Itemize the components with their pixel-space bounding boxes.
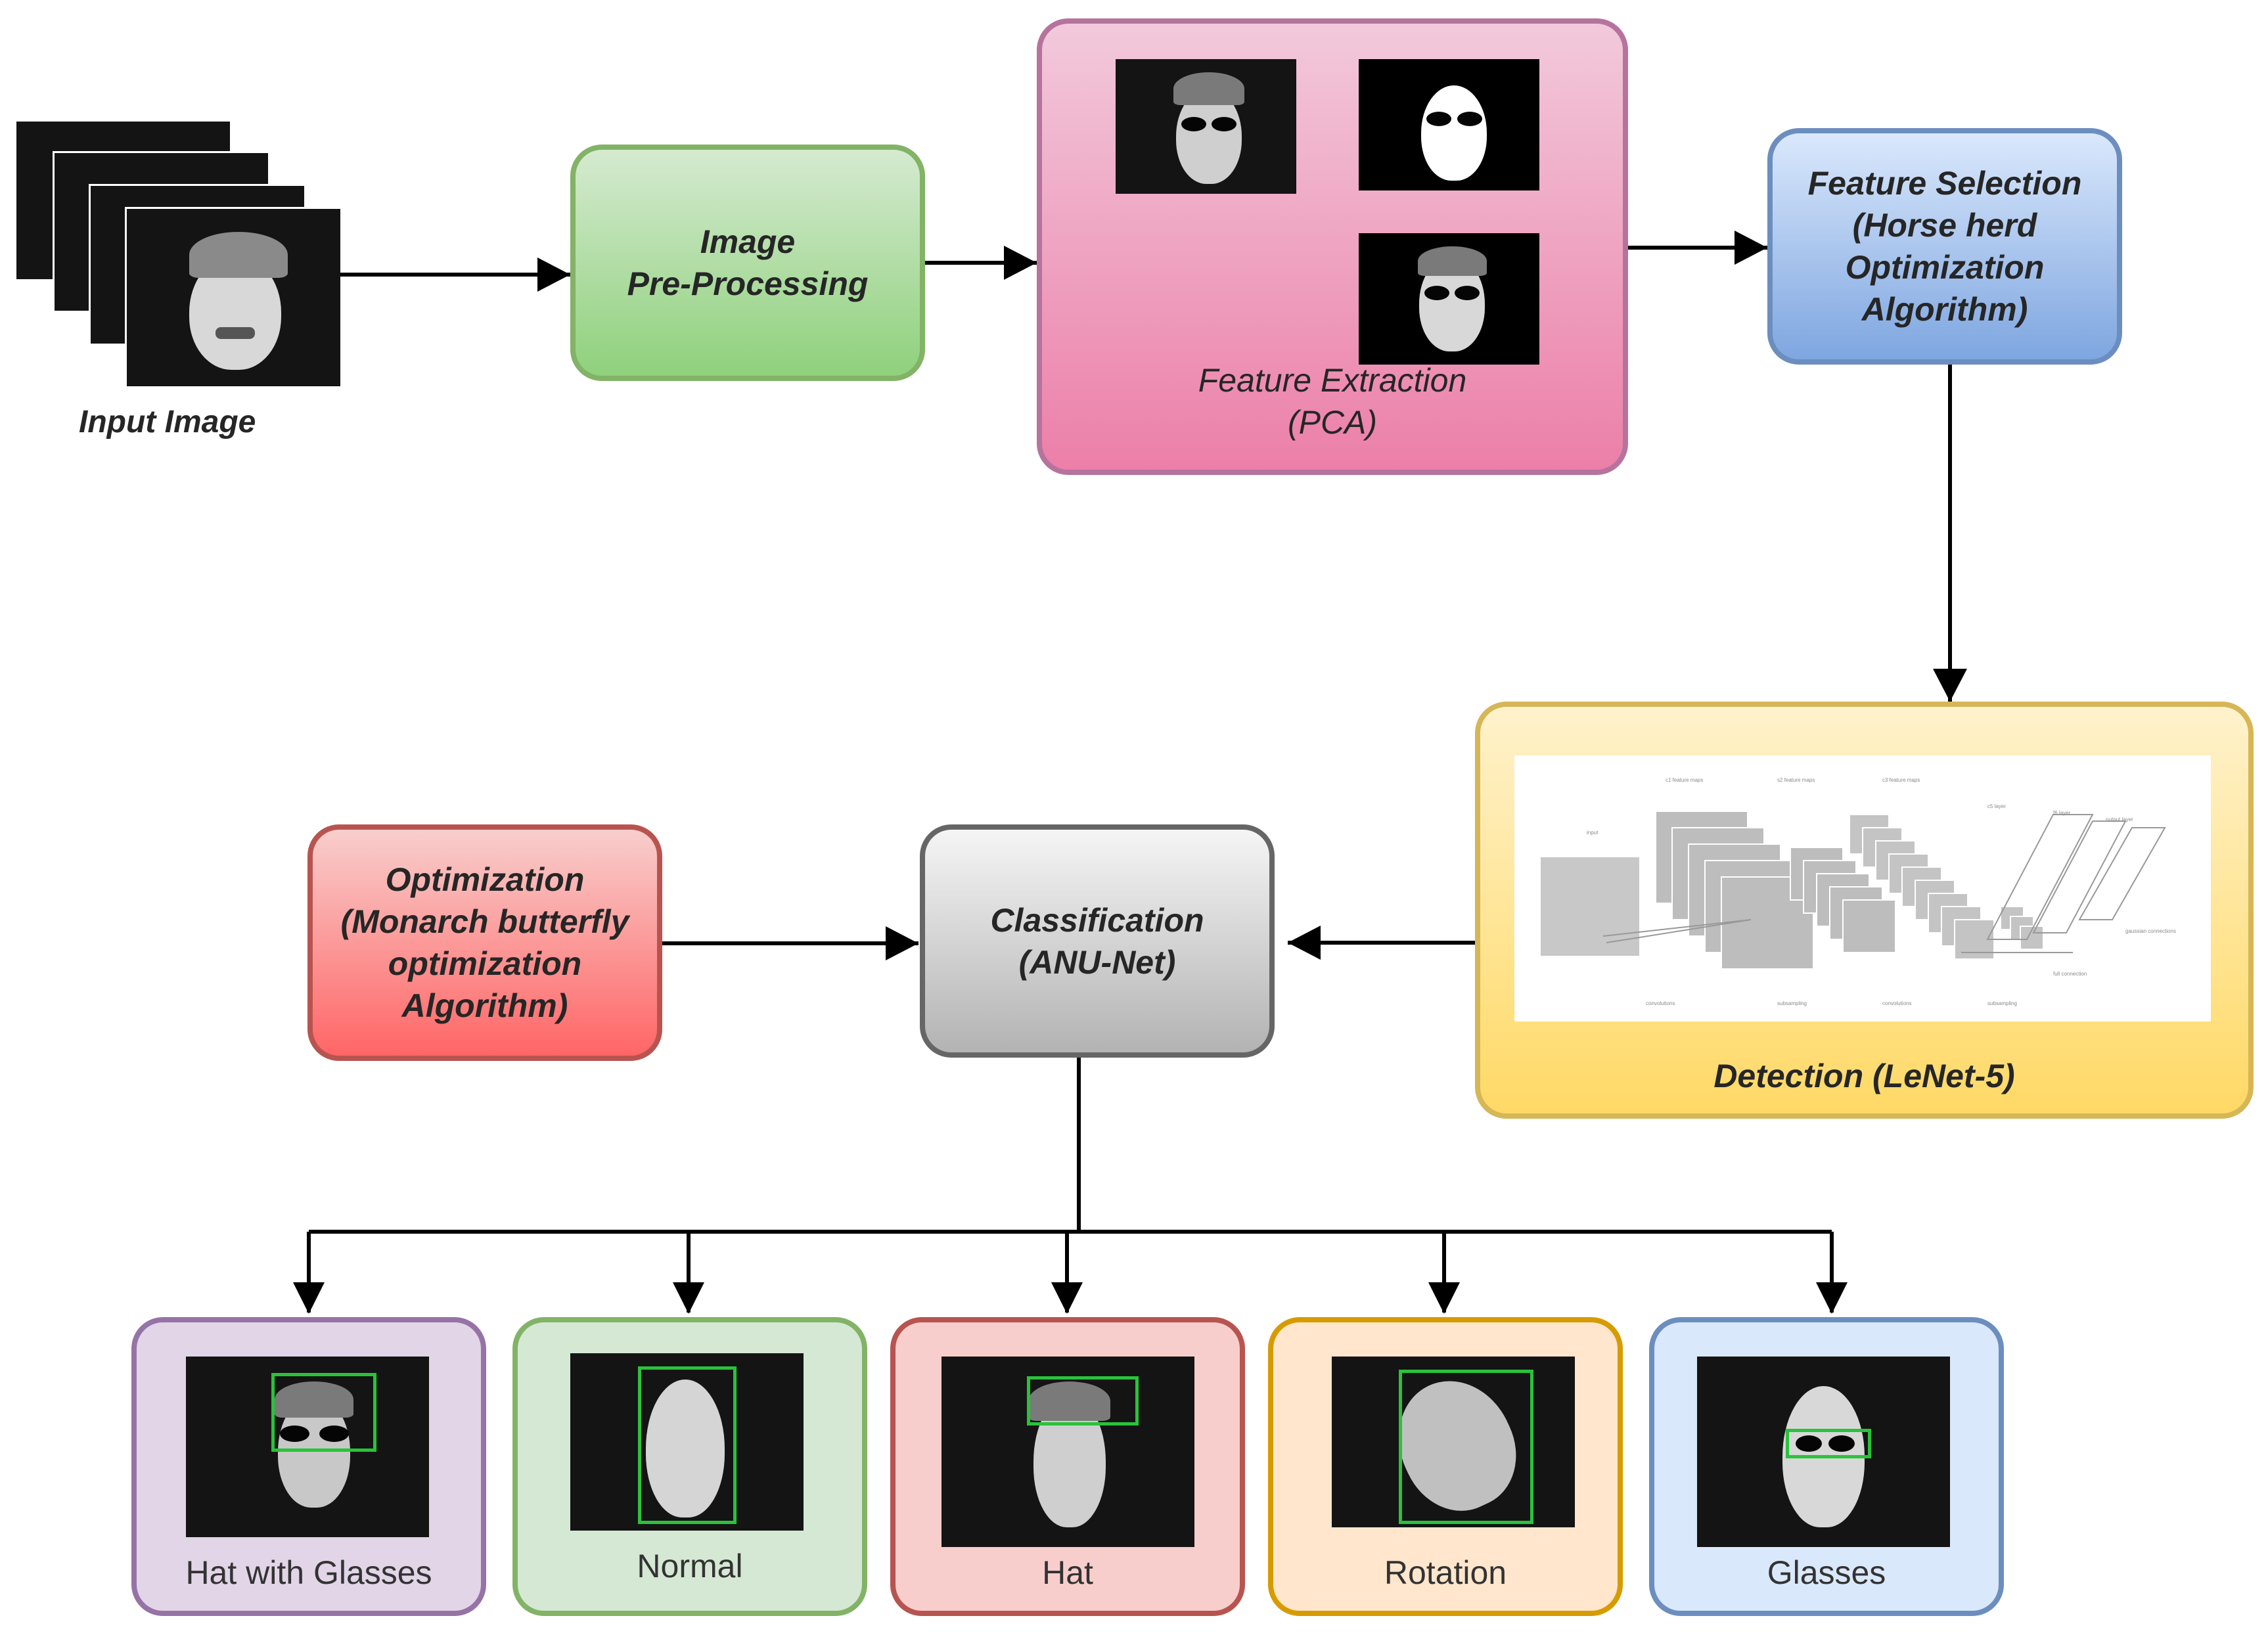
lenet-diagram: input c1 feature maps s2 feature maps c3… [1514, 755, 2211, 1022]
optimization-label: Optimization (Monarch butterfly optimiza… [340, 861, 629, 1024]
arrowhead [1428, 1282, 1460, 1314]
extraction-photo-masked-face [1359, 233, 1539, 365]
arrowhead [537, 258, 570, 292]
output-photo-rotation [1332, 1357, 1575, 1527]
feature-selection-label: Feature Selection (Horse herd Optimizati… [1807, 165, 2082, 328]
arrowhead [1288, 926, 1321, 960]
detection-label: Detection (LeNet-5) [1713, 1058, 2015, 1094]
arrowhead [1816, 1282, 1848, 1314]
svg-text:f6 layer: f6 layer [2053, 810, 2071, 816]
classification-box[interactable]: Classification (ANU-Net) [920, 824, 1275, 1058]
optimization-box[interactable]: Optimization (Monarch butterfly optimiza… [307, 824, 662, 1061]
output-label-hat-with-glasses: Hat with Glasses [185, 1554, 432, 1591]
arrowhead [886, 926, 919, 960]
svg-text:convolutions: convolutions [1882, 1000, 1911, 1006]
svg-text:subsampling: subsampling [1987, 1000, 2017, 1006]
classification-label: Classification (ANU-Net) [990, 901, 1204, 981]
feature-selection-box[interactable]: Feature Selection (Horse herd Optimizati… [1767, 128, 2122, 365]
svg-text:c3 feature maps: c3 feature maps [1882, 777, 1920, 783]
input-image-label: Input Image [79, 405, 256, 439]
arrowhead [673, 1282, 704, 1314]
output-label-normal: Normal [637, 1548, 743, 1584]
output-photo-hat [941, 1357, 1194, 1547]
svg-text:convolutions: convolutions [1646, 1000, 1675, 1006]
svg-text:c5 layer: c5 layer [1987, 803, 2006, 809]
svg-text:output layer: output layer [2106, 817, 2133, 822]
preprocessing-label: Image Pre-Processing [627, 223, 869, 302]
svg-text:input: input [1587, 830, 1599, 836]
arrowhead [1735, 231, 1767, 265]
svg-text:c1 feature maps: c1 feature maps [1666, 777, 1703, 783]
output-label-hat: Hat [1042, 1554, 1093, 1591]
output-photo-normal [570, 1353, 804, 1531]
output-label-rotation: Rotation [1384, 1554, 1507, 1591]
svg-text:subsampling: subsampling [1777, 1000, 1807, 1006]
output-photo-glasses [1697, 1357, 1950, 1547]
output-label-glasses: Glasses [1767, 1554, 1886, 1591]
arrowhead [1933, 669, 1967, 702]
extraction-photo-mask [1359, 59, 1539, 191]
arrowhead [1051, 1282, 1083, 1314]
svg-text:gaussian connections: gaussian connections [2125, 928, 2176, 934]
input-image-stack [16, 122, 340, 386]
output-photo-hat-with-glasses [186, 1357, 429, 1537]
input-frame-front [125, 207, 340, 386]
arrowhead [1004, 246, 1037, 280]
arrowhead [293, 1282, 325, 1314]
feature-extraction-label: Feature Extraction (PCA) [1198, 362, 1467, 441]
extraction-photo-original [1116, 59, 1296, 194]
preprocessing-box[interactable]: Image Pre-Processing [570, 145, 925, 381]
svg-text:s2 feature maps: s2 feature maps [1777, 777, 1815, 783]
svg-text:full connection: full connection [2053, 971, 2087, 977]
